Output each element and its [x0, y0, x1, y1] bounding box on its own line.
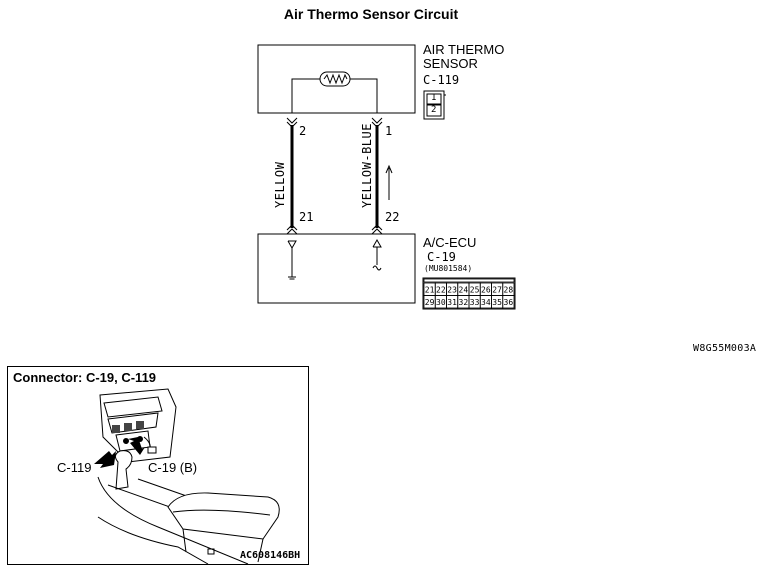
connector-chevron [371, 224, 383, 231]
sensor-box [257, 44, 416, 114]
connector-c119-label: C-119 [57, 460, 92, 475]
wire-yellow-blue-color-label: YELLOW-BLUE [360, 123, 374, 208]
sensor-pin-1: 1 [431, 93, 437, 103]
ecu-connector-label: C-19 [427, 250, 456, 264]
wire-yellow-blue-sensor-pin: 1 [385, 124, 393, 138]
thermistor-zigzag [323, 73, 348, 85]
sensor-name-line1: AIR THERMO [423, 42, 505, 57]
ecu-pin-label: 24 [459, 286, 469, 295]
diagram-code: W8G55M003A [693, 343, 757, 354]
ecu-pin-label: 28 [504, 286, 514, 295]
sensor-pin-2: 2 [431, 105, 437, 115]
ecu-pin-label: 27 [492, 286, 502, 295]
connector-chevron [371, 228, 383, 235]
ecu-pin-cell [502, 295, 515, 309]
wire-yellow-color-label: YELLOW [273, 161, 287, 208]
connector-chevron [371, 117, 383, 124]
sensor-internal-wire-right [350, 78, 378, 113]
connector-location-panel: Connector: C-19, C-119 C-119 C-19 (B) AC… [7, 366, 309, 565]
connector-chevron [286, 224, 298, 231]
ecu-input-marker-right [372, 238, 382, 248]
ecu-pin-label: 33 [470, 298, 480, 307]
ecu-pin-label: 22 [436, 286, 446, 295]
ecu-input-marker-left [287, 240, 297, 250]
page-title: Air Thermo Sensor Circuit [283, 6, 459, 22]
ecu-pin-label: 29 [425, 298, 435, 307]
ecu-name: A/C-ECU [423, 235, 477, 250]
console-illustration [94, 388, 280, 564]
connector-chevron [286, 117, 298, 124]
sensor-name-line2: SENSOR [423, 56, 478, 71]
ecu-pin-label: 32 [459, 298, 469, 307]
connector-chevron [286, 121, 298, 128]
ecu-part-number: (MU801584) [424, 264, 473, 273]
ecu-pin-label: 23 [447, 286, 457, 295]
connector-chevron [371, 121, 383, 128]
connector-c19-label: C-19 (B) [148, 460, 198, 475]
connector-panel-title: Connector: C-19, C-119 [13, 370, 157, 385]
wire-yellow-blue-ecu-pin: 22 [385, 210, 400, 224]
arrow-c119 [94, 451, 116, 468]
ecu-pin-label: 25 [470, 286, 480, 295]
ecu-pin-label: 34 [481, 298, 491, 307]
arrow-c19 [128, 437, 145, 455]
signal-arrow-head [385, 164, 393, 174]
ecu-pin-label: 21 [425, 286, 435, 295]
wire-yellow-sensor-pin: 2 [299, 124, 307, 138]
photo-code: AC608146BH [240, 550, 301, 561]
wire-yellow-ecu-pin: 21 [299, 210, 314, 224]
ecu-sense-symbol [372, 265, 382, 271]
sensor-connector-label: C-119 [423, 73, 460, 87]
ecu-pin-label: 36 [504, 298, 514, 307]
connector-chevron [286, 228, 298, 235]
ecu-pin-label: 31 [447, 298, 457, 307]
sensor-name: AIR THERMO SENSOR [423, 43, 504, 71]
ecu-box [257, 233, 416, 304]
ecu-pin-label: 30 [436, 298, 446, 307]
ecu-pin-label: 26 [481, 286, 491, 295]
sensor-internal-wire-left [291, 78, 320, 113]
ecu-pin-label: 35 [492, 298, 502, 307]
